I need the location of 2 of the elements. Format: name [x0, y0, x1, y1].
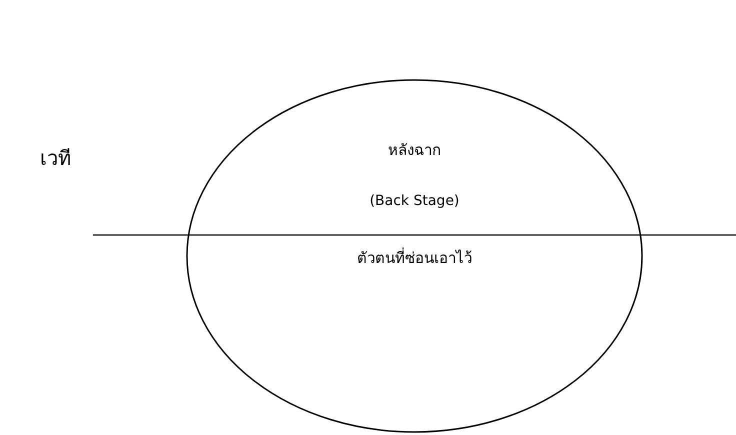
stage-label: เวที — [40, 146, 71, 171]
stage-ellipse — [186, 79, 643, 433]
